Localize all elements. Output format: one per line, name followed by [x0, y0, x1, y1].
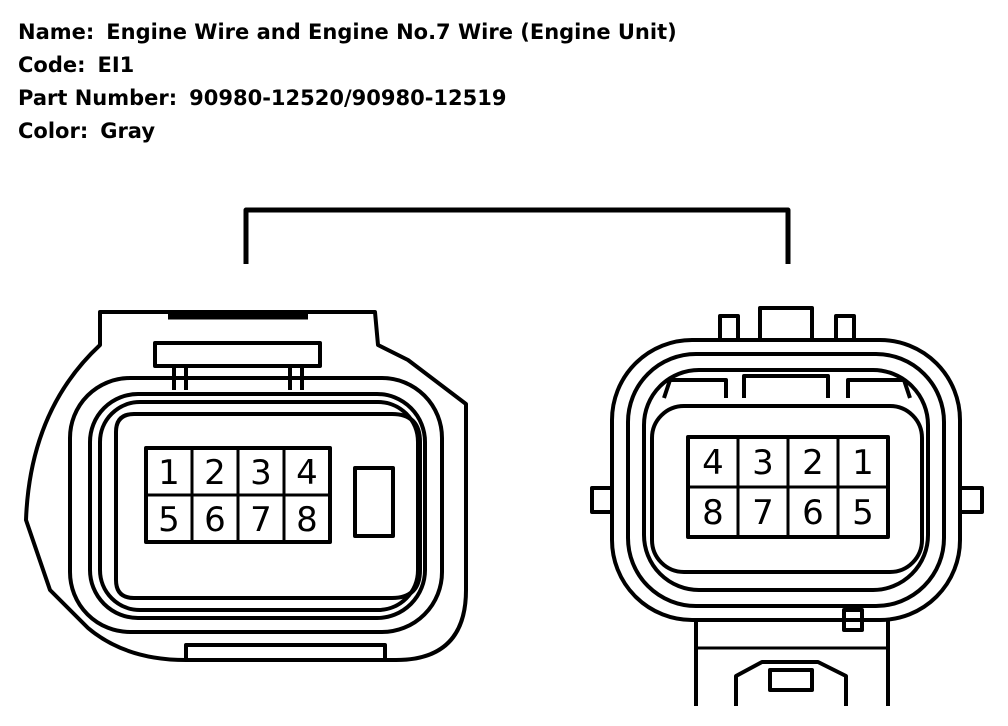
connector-info: Name: Engine Wire and Engine No.7 Wire (E…: [18, 16, 677, 148]
color-label: Color:: [18, 119, 89, 143]
left-pin-label: 7: [250, 500, 272, 540]
left-pin-label: 5: [158, 500, 180, 540]
right-pin-label: 6: [802, 493, 824, 533]
left-housing-band-2: [88, 392, 427, 620]
right-bottom-tab: [842, 608, 864, 632]
left-latch-tab: [153, 341, 322, 368]
right-pin-label: 2: [802, 443, 824, 483]
code-value: EI1: [97, 53, 135, 77]
left-connector-face: [114, 412, 422, 600]
right-lower-body: [694, 620, 890, 706]
part-number-label: Part Number:: [18, 86, 178, 110]
right-pin-grid-lines: [688, 437, 888, 537]
right-pin-label: 7: [752, 493, 774, 533]
mating-bracket: [243, 207, 791, 264]
right-connector-face: [650, 404, 924, 574]
right-pin-label: 8: [702, 493, 724, 533]
left-pin-label: 3: [250, 453, 272, 493]
right-top-tab-right: [834, 314, 856, 340]
right-left-ear: [590, 486, 612, 514]
right-pin-label: 5: [852, 493, 874, 533]
right-pin-label: 4: [702, 443, 724, 483]
right-housing-band-2: [642, 368, 930, 592]
right-pin-label: 3: [752, 443, 774, 483]
name-value: Engine Wire and Engine No.7 Wire (Engine…: [106, 20, 677, 44]
right-housing-band-1: [626, 352, 946, 608]
color-value: Gray: [100, 119, 156, 143]
right-key-right: [846, 378, 912, 399]
code-label: Code:: [18, 53, 86, 77]
right-lower-latch: [734, 660, 848, 706]
left-pin-grid-lines: [146, 448, 330, 542]
right-right-ear: [960, 486, 984, 514]
right-key-center: [742, 374, 830, 398]
right-key-left: [662, 378, 728, 399]
left-pin-label: 6: [204, 500, 226, 540]
left-bottom-notch: [184, 643, 387, 660]
left-housing-outer: [24, 310, 468, 662]
right-pin-label: 1: [852, 443, 874, 483]
right-lower-latch-window: [768, 668, 814, 692]
name-row: Name: Engine Wire and Engine No.7 Wire (E…: [18, 16, 677, 49]
name-label: Name:: [18, 20, 95, 44]
right-housing-outer: [610, 338, 962, 622]
right-top-tab-left: [718, 314, 740, 340]
right-top-tab-center: [758, 306, 814, 340]
part-number-value: 90980-12520/90980-12519: [189, 86, 507, 110]
left-pin-label: 4: [296, 453, 318, 493]
left-pin-label: 8: [296, 500, 318, 540]
code-row: Code: EI1: [18, 49, 677, 82]
left-pin-label: 2: [204, 453, 226, 493]
part-number-row: Part Number: 90980-12520/90980-12519: [18, 82, 677, 115]
left-side-lock: [353, 466, 395, 538]
left-pin-label: 1: [158, 453, 180, 493]
color-row: Color: Gray: [18, 115, 677, 148]
left-housing-band-1: [68, 376, 444, 634]
